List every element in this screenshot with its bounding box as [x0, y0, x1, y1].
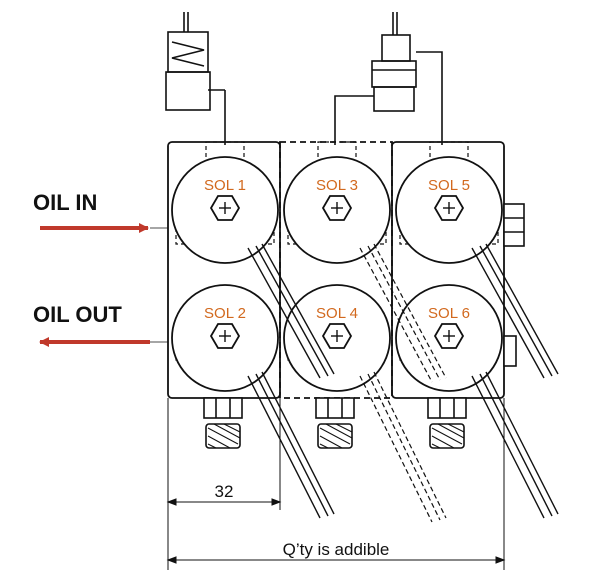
solenoid-leads-bottom-hidden — [359, 371, 447, 523]
sol-3-label: SOL 3 — [316, 177, 358, 194]
sol-4-label: SOL 4 — [316, 305, 358, 322]
solenoid-coil-2 — [171, 284, 279, 392]
solenoid-coil-6 — [395, 284, 503, 392]
side-plug — [503, 203, 525, 367]
sol-1-label: SOL 1 — [204, 177, 246, 194]
oil-in-label: OIL IN — [33, 190, 97, 215]
solenoid-coil-5 — [395, 156, 503, 264]
pressure-switch — [165, 12, 226, 145]
quantity-note-label: Q’ty is addible — [283, 540, 390, 559]
dimension-32 — [166, 398, 282, 570]
solenoid-leads-bottom — [247, 371, 559, 519]
fitting-left — [203, 397, 243, 449]
sol-2-label: SOL 2 — [204, 305, 246, 322]
sol-5-label: SOL 5 — [428, 177, 470, 194]
dimension-32-label: 32 — [215, 482, 234, 501]
sol-6-label: SOL 6 — [428, 305, 470, 322]
fitting-middle — [315, 397, 355, 449]
dimension-total — [166, 398, 506, 570]
solenoid-leads-top-hidden — [359, 243, 447, 383]
solenoid-coil-1 — [171, 156, 279, 264]
oil-out-label: OIL OUT — [33, 302, 122, 327]
fitting-right — [427, 397, 467, 449]
solenoid-leads-top — [247, 243, 559, 379]
solenoid-coil-4 — [283, 284, 391, 392]
solenoid-coil-3 — [283, 156, 391, 264]
pressure-sensor — [334, 12, 443, 145]
